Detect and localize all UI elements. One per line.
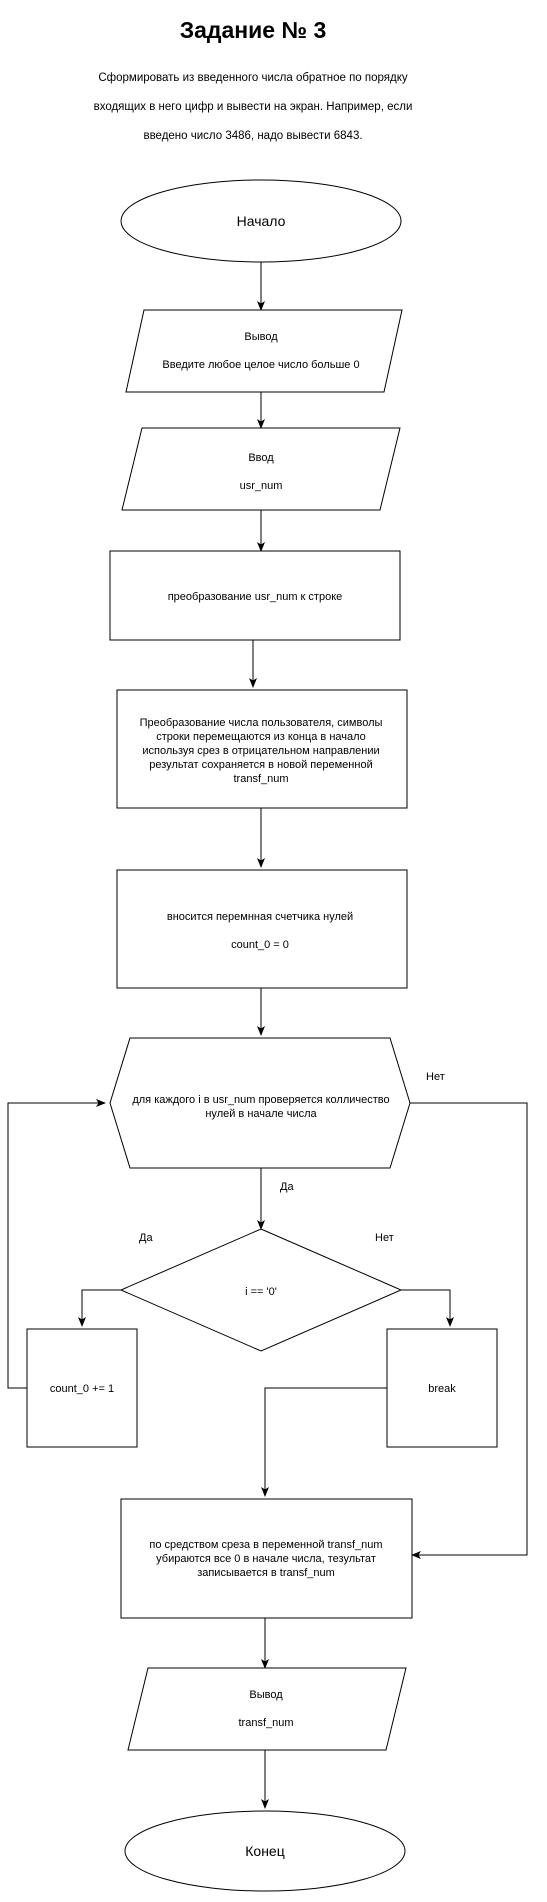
slice-line-2: убираются все 0 в начале числа, тезульта… (156, 1553, 376, 1565)
loop-yes-label: Да (280, 1181, 294, 1193)
decision-yes-label: Да (139, 1232, 153, 1244)
slice-line-1: по средством среза в переменной transf_n… (149, 1539, 382, 1551)
end-label: Конец (245, 1843, 284, 1859)
slice-node: по средством среза в переменной transf_n… (120, 1498, 413, 1619)
edge-increment-loop (7, 1099, 106, 1389)
description-line-1: Сформировать из введенного числа обратно… (98, 72, 408, 84)
convert-label: преобразование usr_num к строке (168, 591, 343, 603)
break-node: break (386, 1328, 498, 1448)
output-prompt-node: Вывод Введите любое целое число больше 0 (125, 309, 403, 393)
loop-line-2: нулей в начале числа (205, 1108, 317, 1120)
counter-label: вносится перемнная счетчика нулей (167, 911, 353, 923)
increment-node: count_0 += 1 (26, 1328, 138, 1448)
start-label: Начало (237, 213, 286, 229)
input-var: usr_num (240, 480, 283, 492)
decision-label: i == '0' (245, 1286, 277, 1298)
output-prompt-title: Вывод (244, 331, 278, 343)
end-node: Конец (124, 1810, 406, 1892)
start-node: Начало (120, 179, 402, 263)
edge-loop-slice (410, 1102, 528, 1559)
input-node: Ввод usr_num (121, 427, 401, 511)
output-result-node: Вывод transf_num (127, 1667, 407, 1751)
reverse-node: Преобразование числа пользователя, симво… (116, 689, 408, 809)
reverse-line-5: transf_num (233, 773, 288, 785)
output-result-var: transf_num (238, 1717, 293, 1729)
reverse-line-2: строки перемещаются из конца в начало (156, 731, 366, 743)
output-result-title: Вывод (249, 1689, 283, 1701)
edge-decision-increment (78, 1289, 121, 1327)
description-line-3: введено число 3486, надо вывести 6843. (143, 130, 362, 142)
input-title: Ввод (248, 452, 274, 464)
counter-node: вносится перемнная счетчика нулей count_… (116, 869, 408, 989)
increment-label: count_0 += 1 (50, 1383, 114, 1395)
output-prompt-text: Введите любое целое число больше 0 (162, 359, 359, 371)
description-line-2: входящих в него цифр и вывести на экран.… (94, 101, 413, 113)
reverse-line-3: используя срез в отрицательном направлен… (142, 745, 379, 757)
decision-node: i == '0' (119, 1228, 403, 1352)
edge-decision-break (401, 1289, 454, 1327)
loop-line-1: для каждого i в usr_num проверяется колл… (132, 1094, 389, 1106)
counter-init: count_0 = 0 (231, 939, 289, 951)
page-title: Задание № 3 (180, 17, 327, 43)
loop-node: для каждого i в usr_num проверяется колл… (109, 1037, 411, 1169)
reverse-line-4: результат сохраняется в новой переменной (149, 759, 372, 771)
convert-node: преобразование usr_num к строке (109, 550, 401, 641)
loop-no-label: Нет (426, 1071, 445, 1083)
reverse-line-1: Преобразование числа пользователя, симво… (140, 717, 383, 729)
decision-no-label: Нет (375, 1232, 394, 1244)
edge-break-slice (261, 1387, 387, 1497)
edges (7, 262, 528, 1809)
break-label: break (428, 1383, 456, 1395)
slice-line-3: записывается в transf_num (197, 1567, 335, 1579)
